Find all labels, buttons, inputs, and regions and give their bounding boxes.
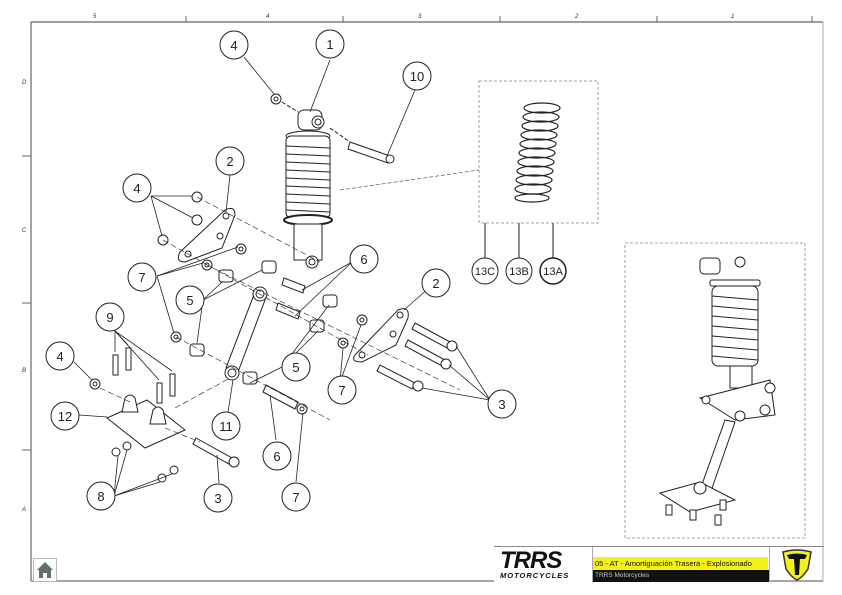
row-label-d: D	[22, 80, 27, 86]
svg-text:7: 7	[292, 490, 299, 505]
svg-text:4: 4	[230, 38, 237, 53]
callouts: 1 4 10 2 4 7 5 6 2 5 7 3 9 4 12 11 6 7 3…	[45, 29, 567, 513]
svg-text:1: 1	[326, 37, 333, 52]
svg-text:11: 11	[219, 419, 233, 434]
svg-text:12: 12	[58, 409, 72, 424]
svg-text:5: 5	[186, 293, 193, 308]
callout-4-top: 4	[219, 30, 249, 60]
leader-lines	[73, 56, 491, 497]
callout-6-bottom: 6	[262, 441, 292, 471]
column-label-1: 1	[731, 14, 735, 20]
callout-7-left: 7	[127, 262, 157, 292]
callout-7-bottom: 7	[281, 482, 311, 512]
assembled-view	[624, 242, 806, 539]
svg-text:4: 4	[133, 181, 140, 196]
svg-text:13C: 13C	[475, 266, 495, 278]
logo-sub-text: MOTORCYCLES	[500, 571, 570, 580]
callout-5-left: 5	[175, 285, 205, 315]
callout-2-right: 2	[421, 268, 451, 298]
column-label-3: 3	[418, 14, 422, 20]
callout-10: 10	[402, 61, 432, 91]
callout-3-bottom: 3	[203, 483, 233, 513]
callout-11: 11	[211, 411, 241, 441]
trrs-shield-badge	[769, 547, 825, 582]
svg-text:3: 3	[498, 397, 505, 412]
callout-9: 9	[95, 302, 125, 332]
callout-8: 8	[86, 481, 116, 511]
callout-1: 1	[315, 29, 345, 59]
svg-text:13B: 13B	[509, 266, 529, 278]
shield-icon	[782, 549, 812, 581]
title-block: TRRS MOTORCYCLES 05 - AT - Amortiguación…	[494, 546, 824, 582]
svg-text:2: 2	[226, 154, 233, 169]
home-button[interactable]	[33, 558, 57, 582]
callout-13b: 13B	[505, 257, 533, 285]
logo-main-text: TRRS	[500, 547, 562, 574]
svg-text:13A: 13A	[543, 266, 563, 278]
svg-text:2: 2	[432, 276, 439, 291]
column-label-4: 4	[266, 14, 270, 20]
spring-coil	[514, 102, 561, 203]
callout-5-right: 5	[281, 352, 311, 382]
svg-text:9: 9	[106, 310, 113, 325]
svg-text:6: 6	[360, 252, 367, 267]
row-label-b: B	[22, 368, 27, 374]
svg-text:7: 7	[138, 270, 145, 285]
callout-7-right: 7	[327, 375, 357, 405]
svg-text:10: 10	[410, 69, 424, 84]
svg-text:4: 4	[56, 349, 63, 364]
column-label-2: 2	[575, 14, 579, 20]
callout-13a: 13A	[539, 257, 567, 285]
exploded-parts	[89, 93, 461, 483]
svg-text:5: 5	[292, 360, 299, 375]
drawing-title: 05 - AT - Amortiguación Trasera - Explos…	[593, 557, 768, 570]
callout-4-left: 4	[122, 173, 152, 203]
callout-6-top: 6	[349, 244, 379, 274]
home-icon	[37, 562, 53, 578]
svg-text:3: 3	[214, 491, 221, 506]
callout-12: 12	[50, 401, 80, 431]
trrs-logo: TRRS MOTORCYCLES	[494, 547, 593, 582]
shock-absorber	[283, 109, 333, 269]
callout-3-right: 3	[487, 389, 517, 419]
svg-text:6: 6	[273, 449, 280, 464]
callout-2-left: 2	[215, 146, 245, 176]
row-label-a: A	[22, 507, 27, 513]
row-label-c: C	[22, 228, 27, 234]
column-label-5: 5	[93, 14, 97, 20]
spring-detail-view	[339, 80, 599, 258]
svg-text:8: 8	[97, 489, 104, 504]
callout-4-bottom: 4	[45, 341, 75, 371]
callout-13c: 13C	[471, 257, 499, 285]
svg-text:7: 7	[338, 383, 345, 398]
company-name: TRRS Motorcycles	[593, 570, 770, 582]
